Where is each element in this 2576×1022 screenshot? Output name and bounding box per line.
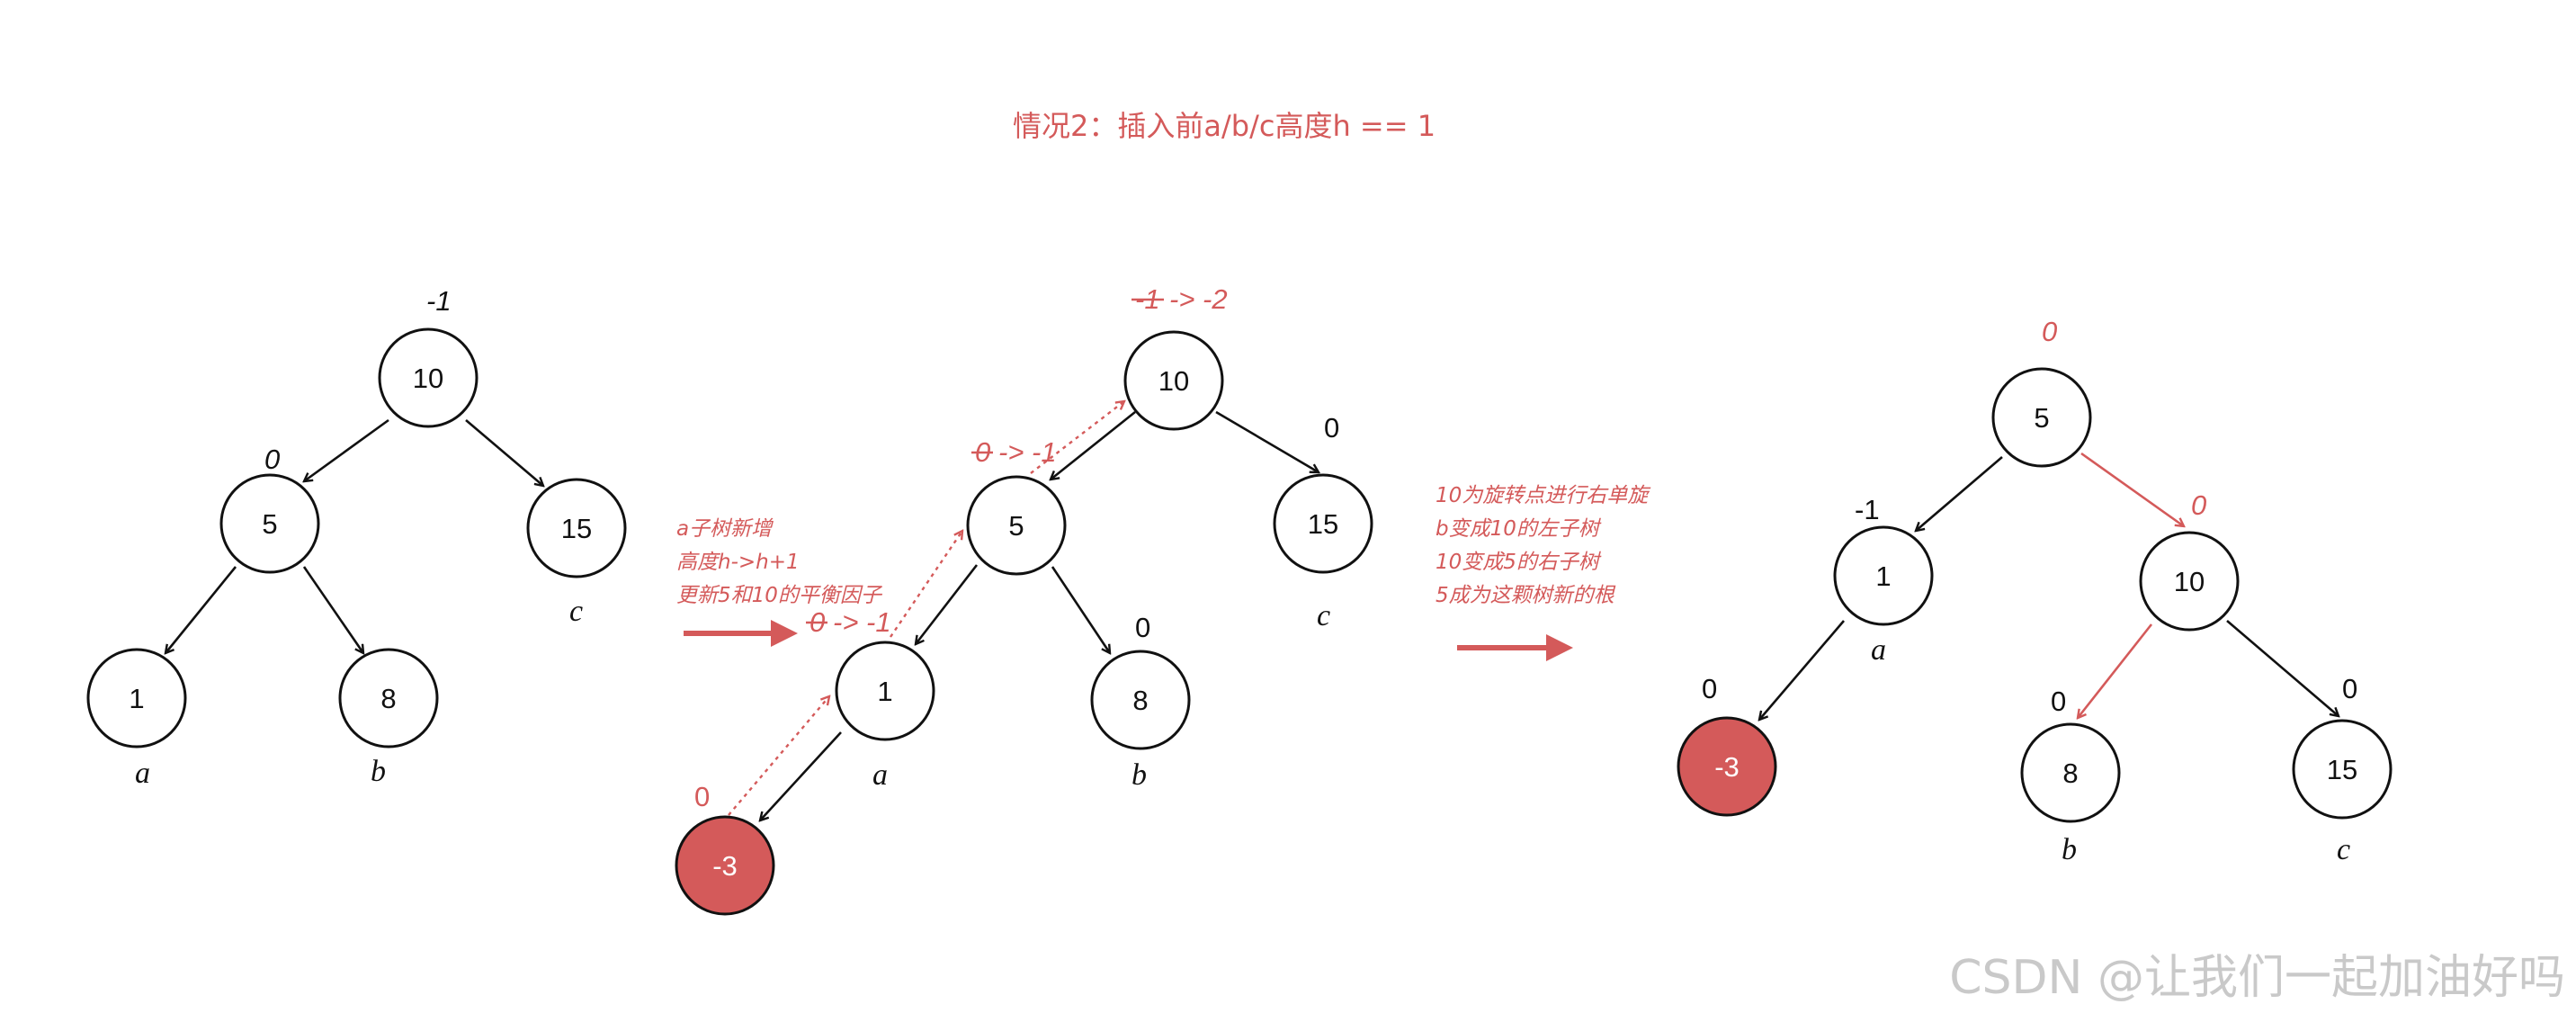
bf-15: 0 <box>2342 673 2357 704</box>
edge-5-1 <box>916 564 979 644</box>
tree-after-rotation: 5 1 10 -3 8 15 0 -1 0 0 0 0 a b c <box>1677 316 2393 866</box>
svg-text:-3: -3 <box>1714 751 1740 783</box>
edge-5-1 <box>1916 456 2003 531</box>
svg-text:5: 5 <box>2034 402 2049 434</box>
svg-text:1: 1 <box>877 676 892 707</box>
edge-10-15 <box>1215 410 1319 472</box>
tree-after-insert: 10 5 15 1 8 -3 -1 -> -2 0 <box>675 283 1373 916</box>
edge-10-15 <box>465 419 543 486</box>
node-15: 15 <box>1273 473 1373 574</box>
note-line: 10变成5的右子树 <box>1436 551 1602 574</box>
bf-8: 0 <box>1135 612 1150 643</box>
edge-1-neg3 <box>760 731 842 820</box>
subtree-label-c: c <box>569 595 583 628</box>
svg-text:1: 1 <box>1875 560 1891 592</box>
node-neg3-inserted: -3 <box>675 815 775 916</box>
edge-10-8 <box>2078 623 2153 718</box>
subtree-label-c: c <box>2337 833 2350 866</box>
bf-10: -1 <box>426 285 452 317</box>
node-10: 10 <box>378 327 479 428</box>
node-1: 1 <box>835 641 935 741</box>
edge-5-8 <box>302 566 363 653</box>
edge-10-5 <box>1051 410 1136 480</box>
svg-text:-> -1: -> -1 <box>998 436 1057 468</box>
note-line: 10为旋转点进行右单旋 <box>1436 484 1651 507</box>
tree-before-insert: 10 5 15 1 8 -1 0 c a b <box>86 285 627 790</box>
svg-text:10: 10 <box>1158 365 1189 397</box>
svg-text:5: 5 <box>1008 510 1024 542</box>
note-line: 高度h->h+1 <box>676 551 800 574</box>
bf-15: 0 <box>1324 412 1339 444</box>
subtree-label-a: a <box>135 757 150 790</box>
bf-10: 0 <box>2191 489 2206 521</box>
node-8: 8 <box>338 648 439 749</box>
svg-text:1: 1 <box>129 683 144 714</box>
update-path-arrow <box>890 531 962 638</box>
note-line: a子树新增 <box>676 517 774 541</box>
bf-neg3: 0 <box>1702 673 1717 704</box>
node-15: 15 <box>2292 719 2393 820</box>
svg-text:-3: -3 <box>712 850 738 882</box>
node-8: 8 <box>2020 722 2121 823</box>
svg-text:15: 15 <box>561 513 592 544</box>
note-line: 5成为这颗树新的根 <box>1436 584 1616 607</box>
edge-10-5 <box>304 418 389 481</box>
svg-text:15: 15 <box>2327 754 2357 785</box>
note-line: 更新5和10的平衡因子 <box>676 584 883 607</box>
diagram-title: 情况2：插入前a/b/c高度h == 1 <box>1013 109 1436 143</box>
subtree-label-a: a <box>1871 633 1886 667</box>
subtree-label-b: b <box>2062 833 2077 866</box>
svg-text:10: 10 <box>2174 566 2205 597</box>
bf-1-change: 0 -> -1 <box>806 606 891 638</box>
bf-neg3: 0 <box>694 781 710 812</box>
svg-text:8: 8 <box>1132 685 1148 716</box>
update-path-arrow <box>1030 401 1124 474</box>
edge-10-15 <box>2226 620 2339 716</box>
transition-insert: a子树新增 高度h->h+1 更新5和10的平衡因子 <box>676 517 883 647</box>
svg-text:-> -1: -> -1 <box>833 606 891 638</box>
subtree-label-a: a <box>872 758 888 792</box>
bf-5: 0 <box>2042 316 2057 347</box>
edge-5-8 <box>1051 566 1110 653</box>
subtree-label-b: b <box>1131 758 1147 792</box>
edge-1-neg3 <box>1759 620 1845 720</box>
svg-text:15: 15 <box>1308 508 1338 540</box>
bf-10-change: -1 -> -2 <box>1131 283 1228 315</box>
node-5: 5 <box>219 473 320 574</box>
node-10: 10 <box>1123 330 1224 431</box>
node-8: 8 <box>1090 650 1191 750</box>
note-line: b变成10的左子树 <box>1436 517 1602 541</box>
edge-5-10 <box>2080 452 2184 526</box>
svg-text:5: 5 <box>262 508 277 540</box>
svg-text:10: 10 <box>413 363 443 394</box>
bf-1: -1 <box>1855 494 1880 525</box>
bf-5-change: 0 -> -1 <box>971 436 1057 468</box>
bf-8: 0 <box>2051 686 2066 717</box>
edge-5-1 <box>165 566 237 653</box>
update-path-arrow <box>728 696 829 816</box>
node-10: 10 <box>2139 531 2240 632</box>
node-5: 5 <box>1991 367 2092 468</box>
node-1: 1 <box>86 648 187 749</box>
watermark: CSDN @让我们一起加油好吗 <box>1949 951 2565 1005</box>
transition-rotate-right: 10为旋转点进行右单旋 b变成10的左子树 10变成5的右子树 5成为这颗树新的… <box>1436 484 1651 661</box>
svg-text:8: 8 <box>380 683 396 714</box>
node-1: 1 <box>1833 525 1934 626</box>
node-5: 5 <box>966 475 1067 576</box>
subtree-label-b: b <box>371 755 386 788</box>
bf-5: 0 <box>264 444 280 475</box>
svg-text:-> -2: -> -2 <box>1169 283 1228 315</box>
node-15: 15 <box>526 478 627 578</box>
node-neg3: -3 <box>1677 716 1777 817</box>
svg-text:8: 8 <box>2062 758 2078 789</box>
subtree-label-c: c <box>1317 599 1330 632</box>
